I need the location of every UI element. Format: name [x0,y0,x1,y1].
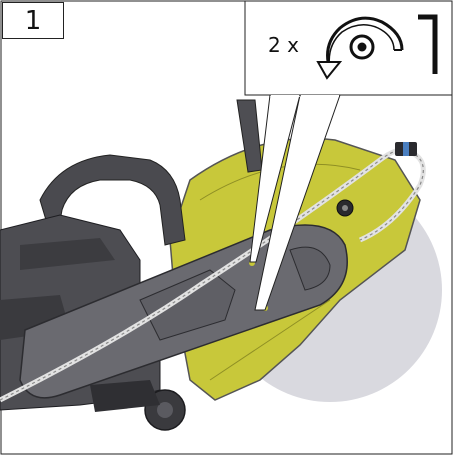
callout-gap-fill [301,95,339,97]
guard-detail-line [209,299,331,381]
water-valve-center [342,205,348,211]
arm-end-cap [289,246,331,291]
callout-box [244,0,453,96]
coupling-ring [403,142,409,156]
top-handle [39,154,186,251]
engine-cover [20,238,115,270]
water-hose-texture [0,149,411,401]
wheel-hub [157,402,173,418]
step-number-box: 1 [2,2,64,39]
counterclockwise-loosen-nut-icon [316,16,404,80]
foot [90,380,160,412]
step-number: 1 [24,5,42,36]
water-hose-tail-texture [359,151,424,241]
arm-cover-plate [139,269,236,341]
repeat-count-text: 2 x [268,33,299,57]
callout-gap-fill [270,95,300,97]
hex-key-icon [418,14,438,74]
